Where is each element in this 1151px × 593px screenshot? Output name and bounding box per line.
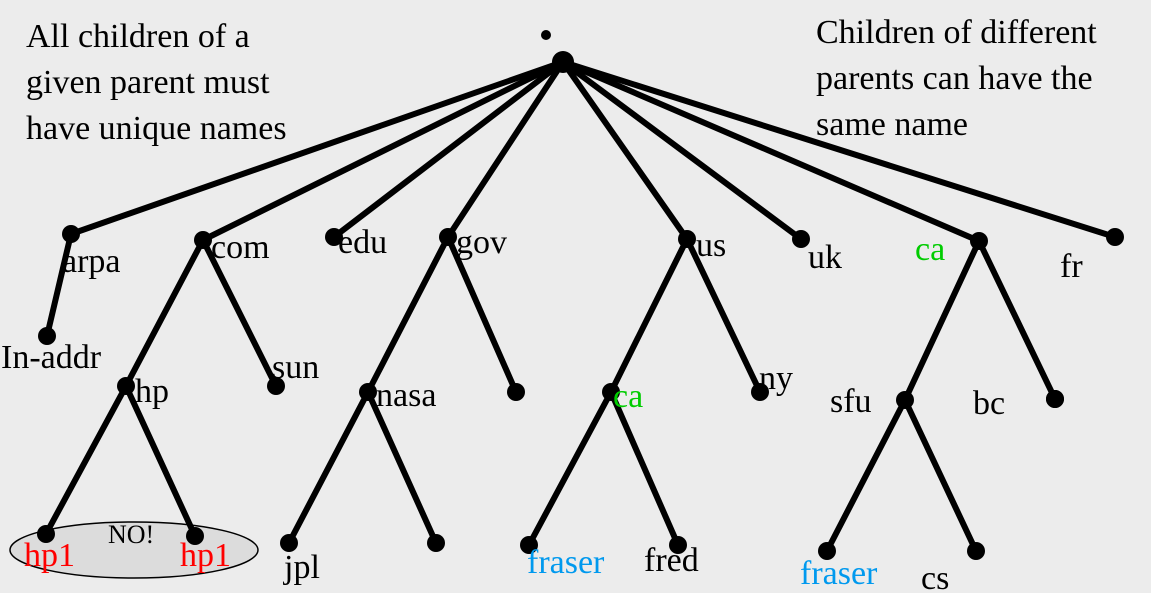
node-nasa xyxy=(359,383,377,401)
label-fr: fr xyxy=(1060,248,1083,285)
label-ca: ca xyxy=(915,231,945,268)
edge-root-arpa xyxy=(68,59,566,237)
node-root xyxy=(552,51,574,73)
node-hp xyxy=(117,377,135,395)
same-name-note: Children of different parents can have t… xyxy=(816,14,1097,143)
conflict-label: NO! xyxy=(108,520,154,549)
node-nasa-child-2 xyxy=(427,534,445,552)
edge-sfu-fraser-sfu xyxy=(824,397,908,554)
edge-hp-hp1-b xyxy=(123,383,198,539)
edge-arpa-in-addr xyxy=(44,231,74,339)
node-fred xyxy=(669,536,687,554)
root-dot xyxy=(541,30,551,40)
label-cs: cs xyxy=(921,560,949,593)
label-gov: gov xyxy=(456,224,507,261)
label-fraser-sfu: fraser xyxy=(800,555,878,592)
node-hp1-a xyxy=(37,525,55,543)
edge-us-us-ca xyxy=(608,236,690,395)
label-edu: edu xyxy=(338,224,387,261)
edge-hp-hp1-a xyxy=(43,383,129,537)
label-hp: hp xyxy=(135,373,169,410)
label-us: us xyxy=(696,227,726,264)
edge-us-ca-fred xyxy=(608,389,681,548)
edge-sfu-cs xyxy=(902,397,979,554)
label-ny: ny xyxy=(759,360,793,397)
edge-nasa-nasa-child-2 xyxy=(365,389,439,546)
label-sun: sun xyxy=(272,349,319,386)
node-gov-child-2 xyxy=(507,383,525,401)
node-arpa xyxy=(62,225,80,243)
label-sfu: sfu xyxy=(830,383,872,420)
edge-root-us xyxy=(560,59,690,242)
edge-nasa-jpl xyxy=(286,389,371,546)
node-fraser-us xyxy=(520,536,538,554)
node-jpl xyxy=(280,534,298,552)
edge-root-uk xyxy=(560,59,804,242)
edge-root-com xyxy=(200,59,566,243)
edge-gov-nasa xyxy=(365,234,451,395)
edge-ca-ca-child-3 xyxy=(976,238,1058,402)
label-us-ca: ca xyxy=(613,378,643,415)
edge-com-hp xyxy=(123,237,206,389)
edge-root-ca xyxy=(560,59,982,244)
node-uk xyxy=(792,230,810,248)
edge-root-edu xyxy=(331,59,566,240)
unique-names-note: All children of a given parent must have… xyxy=(26,18,287,147)
edge-us-ca-fraser-us xyxy=(526,389,614,548)
edge-us-ny xyxy=(684,236,763,395)
node-sfu xyxy=(896,391,914,409)
edge-root-gov xyxy=(445,59,566,240)
label-com: com xyxy=(211,229,270,266)
label-bc: bc xyxy=(973,385,1005,422)
node-sun xyxy=(267,377,285,395)
label-hp1-a: hp1 xyxy=(24,537,75,574)
node-edu xyxy=(325,228,343,246)
label-fraser-us: fraser xyxy=(527,544,605,581)
node-us xyxy=(678,230,696,248)
node-com xyxy=(194,231,212,249)
edge-com-sun xyxy=(200,237,279,389)
node-ny xyxy=(751,383,769,401)
node-ca xyxy=(970,232,988,250)
node-gov xyxy=(439,228,457,246)
label-hp1-b: hp1 xyxy=(180,537,231,574)
node-in-addr xyxy=(38,327,56,345)
label-arpa: arpa xyxy=(62,243,121,280)
node-us-ca xyxy=(602,383,620,401)
edge-gov-gov-child-2 xyxy=(445,234,519,395)
label-nasa: nasa xyxy=(376,377,436,414)
node-hp1-b xyxy=(186,527,204,545)
label-in-addr: In-addr xyxy=(1,339,102,376)
label-fred: fred xyxy=(644,542,699,579)
node-fraser-sfu xyxy=(818,542,836,560)
edge-root-fr xyxy=(560,59,1118,240)
node-fr xyxy=(1106,228,1124,246)
node-ca-child-3 xyxy=(1046,390,1064,408)
label-jpl: jpl xyxy=(283,549,320,586)
edge-ca-sfu xyxy=(902,238,982,403)
label-uk: uk xyxy=(808,239,842,276)
node-cs xyxy=(967,542,985,560)
